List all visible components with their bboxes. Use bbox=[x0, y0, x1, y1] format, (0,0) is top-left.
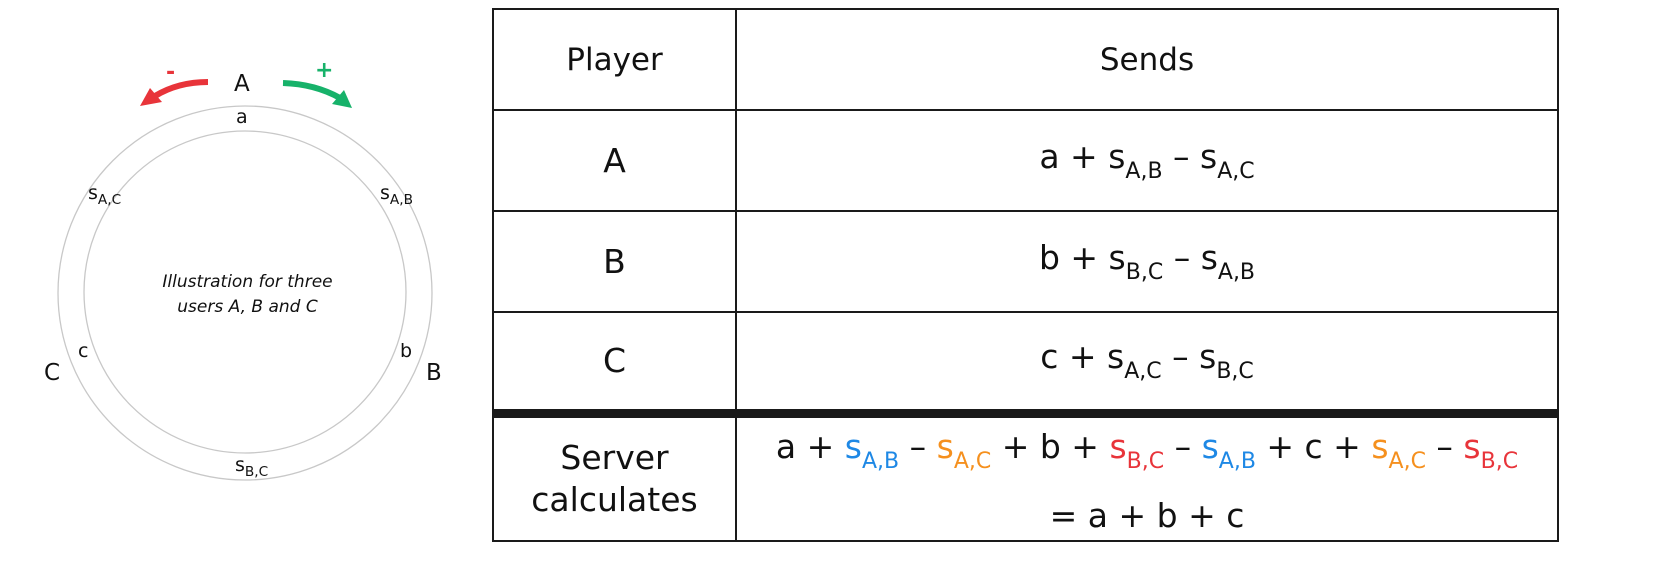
secret-subscript: A,C bbox=[1388, 448, 1426, 474]
player-cell: B bbox=[492, 210, 737, 313]
value-label-a: a bbox=[236, 106, 248, 128]
formula-text: + c + bbox=[1255, 426, 1372, 466]
header-player: Player bbox=[492, 8, 737, 111]
secret-term: sB,C bbox=[1108, 238, 1164, 285]
ring-graphic bbox=[57, 79, 433, 481]
player-cell: A bbox=[492, 109, 737, 212]
secret-term: sA,C bbox=[1200, 137, 1255, 184]
formula-text: – bbox=[899, 426, 937, 466]
server-result: = a + b + c bbox=[1049, 495, 1245, 535]
secret-subscript: A,B bbox=[1218, 448, 1256, 474]
secret-label-ac: sA,C bbox=[88, 182, 122, 208]
node-label-c: C bbox=[44, 360, 61, 386]
formula-text: – bbox=[1164, 426, 1202, 466]
table-row: A a + sA,B – sA,C bbox=[492, 109, 1559, 212]
formula-text: c + bbox=[1040, 337, 1108, 377]
table-header-row: Player Sends bbox=[492, 8, 1559, 111]
header-sends: Sends bbox=[735, 8, 1559, 111]
inner-ring bbox=[83, 130, 407, 454]
formula-text: – bbox=[1161, 337, 1200, 377]
plus-arrow-icon bbox=[282, 80, 352, 108]
secret-term: sA,B bbox=[844, 426, 900, 474]
secret-term: sB,C bbox=[1109, 426, 1165, 474]
secret-subscript: B,C bbox=[1216, 359, 1254, 385]
secret-term: sA,B bbox=[1201, 426, 1256, 474]
formula-cell: b + sB,C – sA,B bbox=[735, 210, 1559, 313]
node-label-a: A bbox=[234, 71, 250, 97]
secret-subscript: A,B bbox=[1217, 260, 1256, 285]
secret-subscript: B,C bbox=[1125, 260, 1164, 285]
secret-subscript: A,C bbox=[1124, 359, 1162, 385]
plus-sign: + bbox=[315, 58, 334, 83]
secret-term: sA,B bbox=[1200, 238, 1256, 285]
ring-diagram: - + A B C a b c sA,C sA,B sB,C Illustrat… bbox=[0, 0, 480, 580]
secret-term: sB,C bbox=[1199, 337, 1254, 385]
secret-term: sA,C bbox=[1371, 426, 1426, 474]
outer-ring bbox=[57, 105, 433, 481]
server-label-line-1: Server bbox=[560, 437, 669, 477]
secret-subscript: B,C bbox=[1126, 448, 1165, 474]
server-sum-expression: a + sA,B – sA,C + b + sB,C – sA,B + c + … bbox=[737, 427, 1557, 474]
node-label-b: B bbox=[426, 360, 442, 386]
player-cell: C bbox=[492, 311, 737, 418]
table-row: B b + sB,C – sA,B bbox=[492, 210, 1559, 313]
formula-cell: c + sA,C – sB,C bbox=[735, 311, 1559, 418]
secret-label-bc: sB,C bbox=[235, 454, 269, 480]
formula-text: – bbox=[1162, 137, 1201, 176]
secret-term: sA,B bbox=[1108, 137, 1163, 184]
diagram-caption: Illustration for three users A, B and C bbox=[140, 270, 355, 320]
formula-text: – bbox=[1163, 238, 1201, 277]
formula-text: – bbox=[1425, 426, 1464, 466]
secret-term: sA,C bbox=[1107, 337, 1162, 385]
table-row: C c + sA,C – sB,C bbox=[492, 311, 1559, 418]
value-label-b: b bbox=[400, 340, 413, 362]
formula-text: a + bbox=[1039, 137, 1109, 176]
value-label-c: c bbox=[78, 340, 89, 362]
server-row: Server calculates a + sA,B – sA,C + b + … bbox=[492, 413, 1559, 542]
minus-arrow-icon bbox=[140, 79, 209, 106]
secret-term: sA,C bbox=[936, 426, 992, 474]
minus-sign: - bbox=[166, 60, 176, 85]
sends-table: Player Sends A a + sA,B – sA,C B b + sB,… bbox=[492, 8, 1559, 542]
secret-label-ab: sA,B bbox=[380, 182, 413, 208]
formula-text: a + bbox=[775, 426, 845, 466]
secret-subscript: B,C bbox=[1480, 448, 1519, 474]
server-label-line-2: calculates bbox=[531, 479, 698, 519]
secret-subscript: A,C bbox=[953, 448, 992, 474]
secret-subscript: A,B bbox=[861, 448, 900, 474]
formula-text: + b + bbox=[991, 426, 1110, 466]
secret-subscript: A,B bbox=[1125, 159, 1163, 184]
caption-line-2: users A, B and C bbox=[177, 297, 318, 317]
secret-term: sB,C bbox=[1463, 426, 1519, 474]
server-label-cell: Server calculates bbox=[492, 413, 737, 542]
secret-subscript: A,C bbox=[1217, 159, 1255, 184]
formula-text: b + bbox=[1038, 238, 1109, 277]
caption-line-1: Illustration for three bbox=[162, 272, 333, 292]
formula-cell: a + sA,B – sA,C bbox=[735, 109, 1559, 212]
server-calc-cell: a + sA,B – sA,C + b + sB,C – sA,B + c + … bbox=[735, 413, 1559, 542]
